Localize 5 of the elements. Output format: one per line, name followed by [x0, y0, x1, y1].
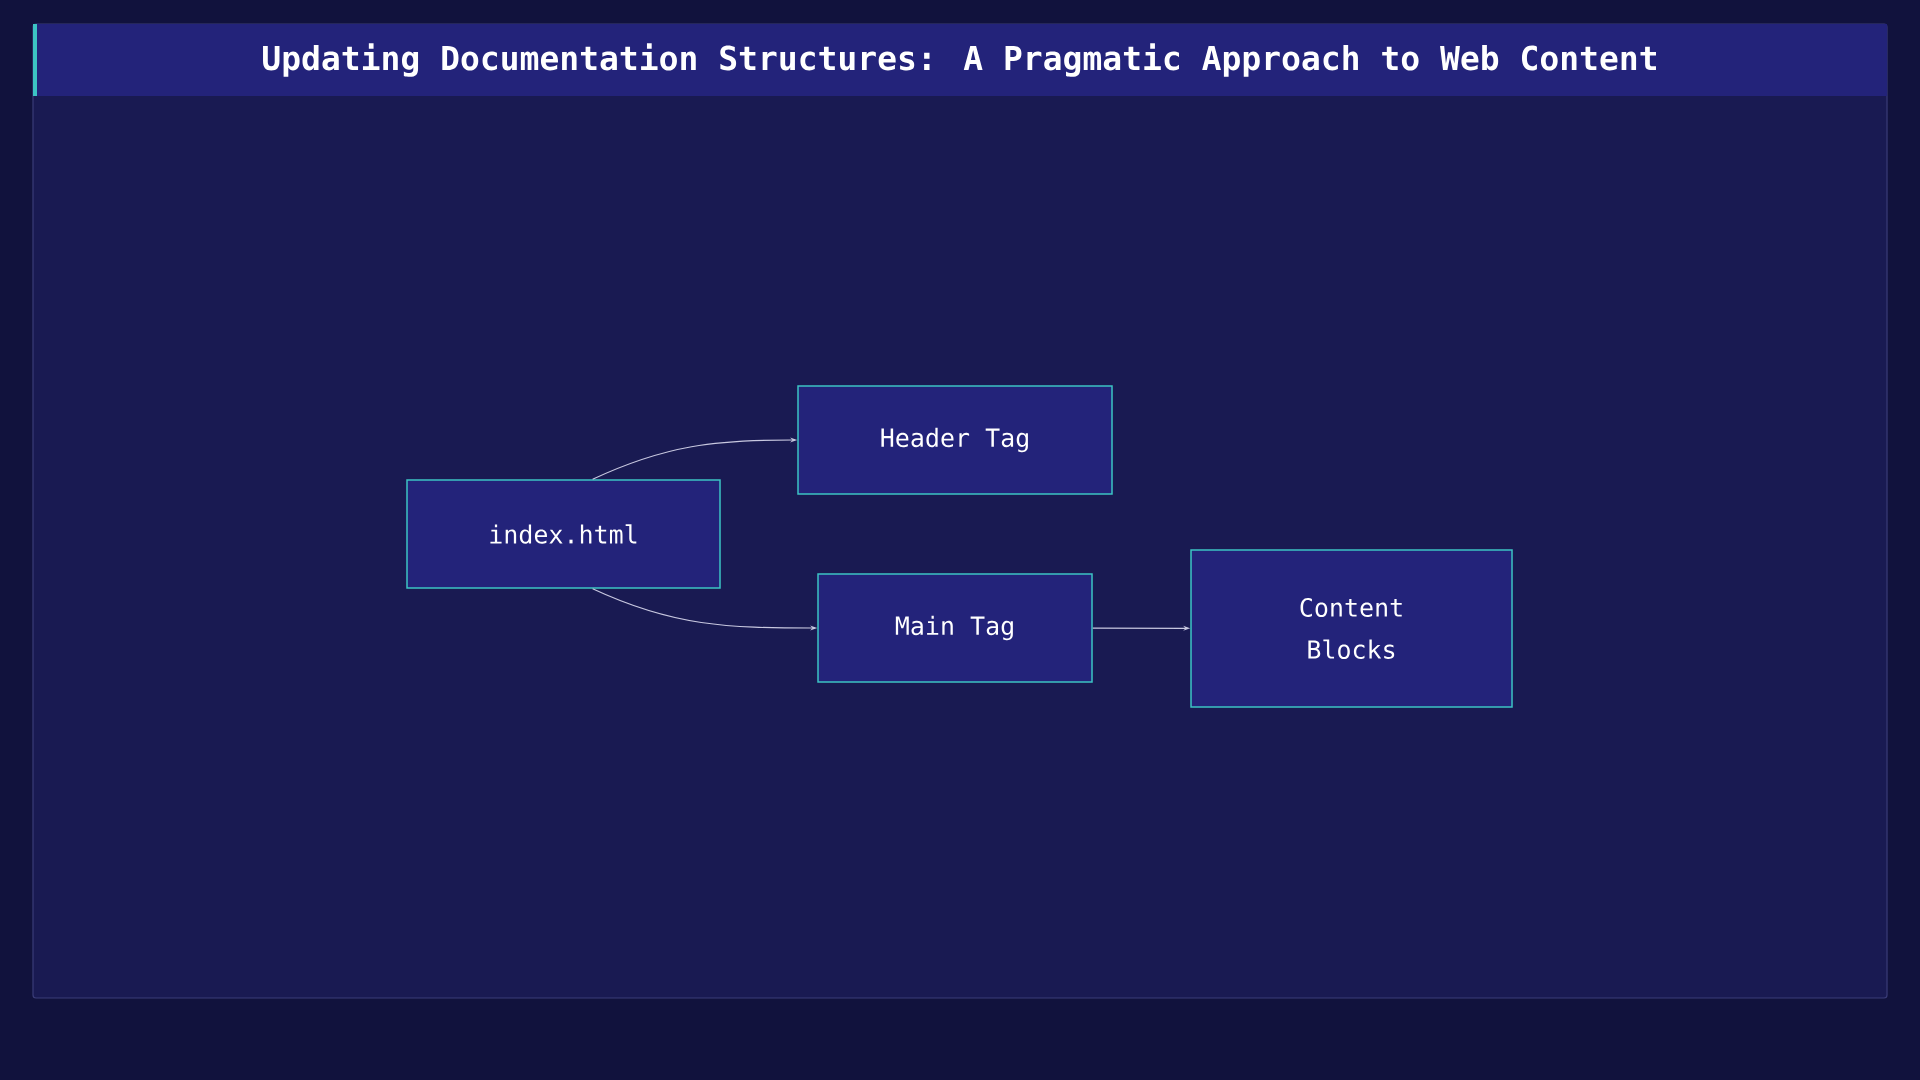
process-box: index.html — [406, 479, 721, 589]
process-box: Header Tag — [797, 385, 1113, 495]
process-box: Content Blocks — [1190, 549, 1513, 708]
title-bar: Updating Documentation Structures: A Pragmatic Approach to Web Content — [33, 24, 1887, 96]
process-box: Main Tag — [817, 573, 1093, 683]
